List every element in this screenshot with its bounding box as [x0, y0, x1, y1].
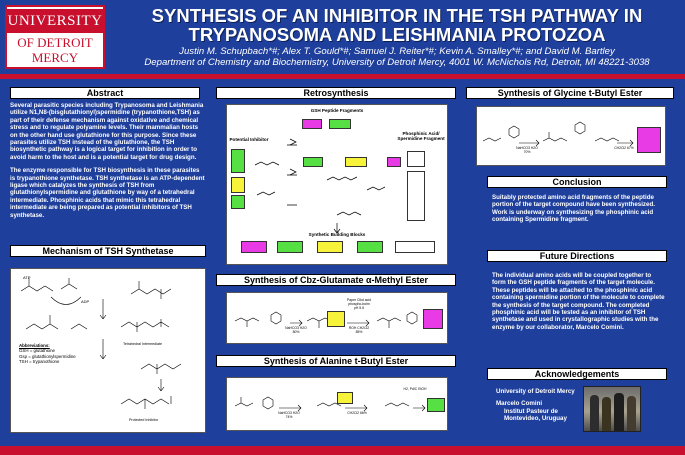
- author-list: Justin M. Schupbach*#; Alex T. Gould*#; …: [179, 46, 615, 57]
- ack-line-2: Marcelo Comini: [496, 400, 543, 408]
- fragment-box-yellow: [345, 157, 367, 167]
- fragment-box-magenta: [302, 119, 322, 129]
- building-block-phosphinic: [395, 241, 435, 253]
- cbz-reagent-3: ROH CH2Cl2 85%: [348, 326, 370, 334]
- poster-header: [0, 0, 685, 72]
- abbrev-gsh: GSH = glutathione: [19, 348, 56, 354]
- phosphinic-box: [407, 151, 425, 167]
- gsh-fragments-label: GSH Peptide Fragments: [310, 108, 364, 113]
- person-silhouette: [627, 396, 636, 431]
- glycine-title: Synthesis of Glycine t-Butyl Ester: [466, 87, 674, 99]
- protected-inhibitor-label: Protected Inhibitor: [129, 418, 159, 422]
- cbz-reagent-1: NaHCO3 H2O 80%: [285, 326, 307, 334]
- alanine-reagent-1: NaHCO3 H2O 74%: [278, 411, 300, 419]
- adp-label: ADP: [81, 299, 90, 304]
- abbrev-gsp: Gsp = glutathionylspermidine: [19, 353, 76, 359]
- cbz-reagent-2: Paper Clkd acid phospho-bolm pH 5.5: [347, 298, 371, 310]
- glycine-scheme-drawing: [482, 121, 634, 147]
- inhibitor-box-yellow: [231, 177, 245, 193]
- person-silhouette: [614, 393, 624, 431]
- inhibitor-box-green-2: [231, 195, 245, 209]
- atp-label: ATP: [23, 275, 31, 280]
- team-photo: [583, 386, 641, 432]
- alanine-intermediate-box: [337, 392, 353, 404]
- abbreviations-block: Abbreviations: GSH = glutathione Gsp = g…: [19, 343, 99, 365]
- inhibitor-box-green: [231, 149, 245, 173]
- abstract-paragraph-2: The enzyme responsible for TSH biosynthe…: [10, 167, 205, 219]
- abbrev-tsh: TSH = trypanothione: [19, 359, 60, 365]
- retrosynthesis-figure: GSH Peptide Fragments Potential Inhibito…: [226, 104, 448, 265]
- abstract-title: Abstract: [10, 87, 200, 99]
- spermidine-box: [407, 171, 425, 221]
- abbreviations-title: Abbreviations:: [19, 343, 50, 348]
- mechanism-scheme-drawing: ATP ADP Tetrahedral Intermediate Protect…: [20, 275, 182, 422]
- phosphinic-fragment-label: Phosphinic Acid/ Spermidine Fragment: [397, 131, 445, 141]
- ack-line-1: University of Detroit Mercy: [496, 388, 575, 395]
- alanine-reagent-2: CH2Cl2 66%: [347, 411, 367, 415]
- cbz-product-box: [423, 309, 443, 329]
- cbz-scheme: NaHCO3 H2O 80% Paper Clkd acid phospho-b…: [226, 292, 448, 344]
- future-text: The individual amino acids will be coupl…: [492, 272, 665, 331]
- abstract-text: Several parasitic species including Tryp…: [10, 102, 206, 219]
- building-block-yellow: [317, 241, 343, 253]
- conclusion-text: Suitably protected amino acid fragments …: [492, 194, 655, 224]
- logo-line-1: UNIVERSITY: [7, 9, 103, 33]
- building-block-magenta: [241, 241, 267, 253]
- conclusion-title: Conclusion: [487, 176, 667, 188]
- glycine-scheme: NaHCO3 H2O 70% CH2Cl2 67%: [476, 106, 666, 166]
- tetrahedral-intermediate-label: Tetrahedral Intermediate: [123, 342, 162, 346]
- abstract-paragraph-1: Several parasitic species including Tryp…: [10, 102, 204, 161]
- fragment-box-green-2: [303, 157, 323, 167]
- alanine-scheme: NaHCO3 H2O 74% CH2Cl2 66% H2, Pd/C EtOH: [226, 377, 448, 431]
- cbz-title: Synthesis of Cbz-Glutamate α-Methyl Este…: [216, 274, 456, 286]
- fragment-box-magenta-2: [387, 157, 401, 167]
- alanine-product-box: [427, 398, 445, 412]
- acknowledgements-title: Acknowledgements: [487, 368, 667, 380]
- retrosynthesis-arrows: [254, 138, 386, 234]
- acknowledgements-text: University of Detroit Mercy Marcelo Comi…: [496, 388, 586, 423]
- affiliation: Department of Chemistry and Biochemistry…: [144, 57, 650, 68]
- bottom-divider: [0, 446, 685, 455]
- glycine-reagent-1: NaHCO3 H2O 70%: [516, 146, 538, 154]
- person-silhouette: [602, 397, 611, 431]
- future-title: Future Directions: [487, 250, 667, 262]
- alanine-scheme-drawing: [234, 396, 426, 412]
- mechanism-title: Mechanism of TSH Synthetase: [10, 245, 206, 257]
- top-divider: [0, 74, 685, 79]
- building-block-green-2: [357, 241, 383, 253]
- poster-title: SYNTHESIS OF AN INHIBITOR IN THE TSH PAT…: [151, 5, 643, 45]
- ack-line-3: Institut Pasteur de: [504, 407, 558, 415]
- potential-inhibitor-label: Potential Inhibitor: [229, 137, 269, 142]
- glycine-reagent-2: CH2Cl2 67%: [614, 146, 634, 150]
- alanine-title: Synthesis of Alanine t-Butyl Ester: [216, 355, 456, 367]
- mechanism-figure: ATP ADP Tetrahedral Intermediate Protect…: [10, 268, 206, 433]
- glycine-product-box: [637, 127, 661, 153]
- building-block-green: [277, 241, 303, 253]
- alanine-reagent-3: H2, Pd/C EtOH: [403, 387, 427, 391]
- retrosynthesis-title: Retrosynthesis: [216, 87, 456, 99]
- authors-block: Justin M. Schupbach*#; Alex T. Gould*#; …: [112, 46, 682, 68]
- person-silhouette: [590, 395, 599, 431]
- cbz-intermediate-box: [327, 311, 345, 327]
- fragment-box-green: [329, 119, 351, 129]
- building-blocks-label: Synthetic Building Blocks: [308, 232, 366, 237]
- ack-line-4: Montevideo, Uruguay: [504, 415, 567, 423]
